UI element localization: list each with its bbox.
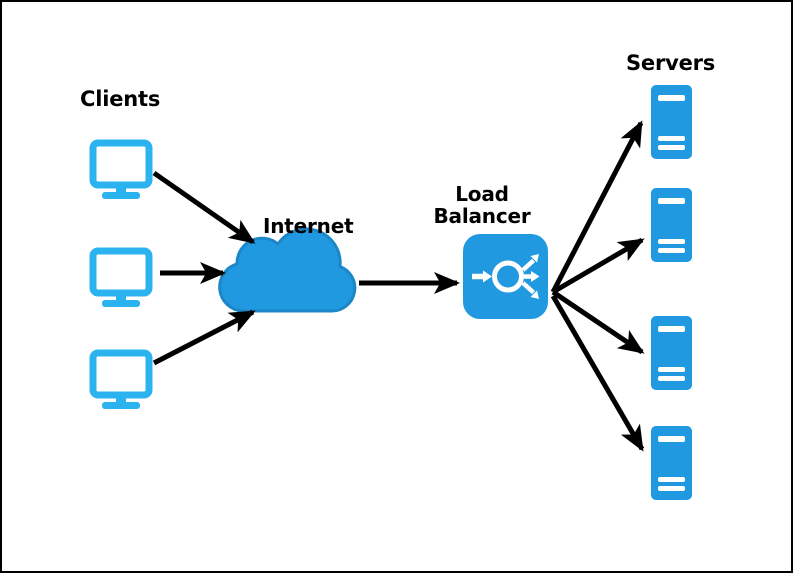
client-1-to-internet [152,170,256,245]
monitor-icon [89,247,153,307]
load-balancer-icon [472,254,540,299]
clients-label: Clients [80,87,161,111]
server-1[interactable] [651,85,692,159]
load-balancer-to-server-4 [550,294,645,452]
server-icon [651,85,692,159]
monitor-icon [89,349,153,409]
server-icon [651,426,692,500]
server-3[interactable] [651,316,692,390]
client-3[interactable] [89,349,153,409]
internet-label: Internet [263,214,354,238]
load-balancer-label-line2: Balancer [433,204,531,228]
load-balancer-to-server-1 [550,120,644,294]
cloud-icon [218,227,357,313]
client-3-to-internet [152,309,256,366]
servers-label: Servers [626,51,716,75]
client-2[interactable] [89,247,153,307]
load-balancer-to-server-3 [551,289,645,355]
load-balancer-node[interactable] [463,234,548,319]
load-balancer-to-server-2 [551,237,645,295]
internet-cloud[interactable] [218,227,357,313]
load-balancer-label-line1: Load [455,182,509,206]
connection-arrows [152,120,645,452]
load-balancer-box [463,234,548,319]
server-icon [651,188,692,262]
monitor-icon [89,139,153,199]
server-4[interactable] [651,426,692,500]
server-icon [651,316,692,390]
client-1[interactable] [89,139,153,199]
server-2[interactable] [651,188,692,262]
